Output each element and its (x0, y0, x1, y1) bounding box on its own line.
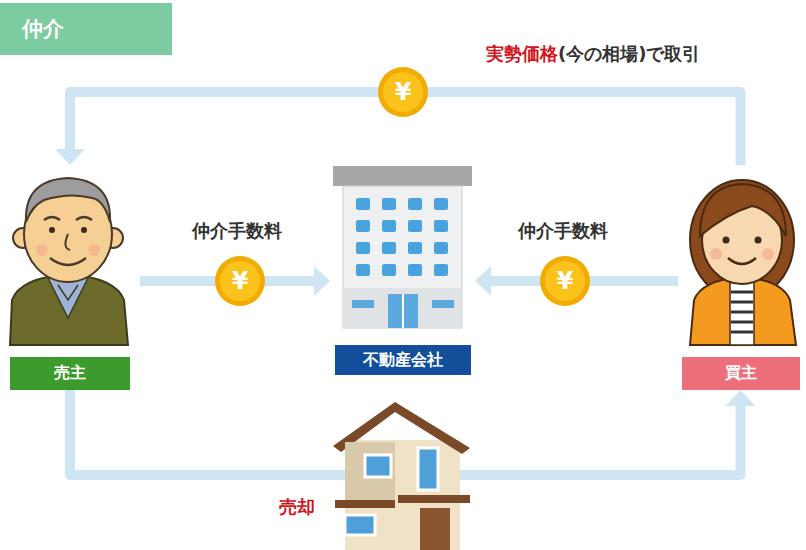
window (408, 198, 422, 210)
yen-coin (378, 67, 428, 117)
yen-coin (215, 256, 265, 306)
arrowhead (726, 390, 756, 406)
window (434, 220, 448, 232)
party-node: 不動産会社 (330, 160, 475, 375)
arrowhead (475, 266, 491, 296)
window (382, 198, 396, 210)
window (356, 242, 370, 254)
coin-symbol: ¥ (395, 78, 412, 106)
flow-arrow (140, 266, 330, 296)
arrowhead (55, 149, 85, 165)
party-node: 売主 (0, 165, 140, 390)
caption-text: 実勢価格 (486, 42, 558, 66)
house (333, 402, 470, 550)
window (356, 198, 370, 210)
arrowhead (314, 266, 330, 296)
window (434, 242, 448, 254)
edge-label: 仲介手数料 (189, 219, 285, 243)
office-building (333, 166, 472, 328)
window (408, 264, 422, 276)
name-band: 売主 (10, 357, 130, 390)
window (408, 242, 422, 254)
name-band: 不動産会社 (335, 345, 471, 375)
price-caption: 実勢価格(今の相場)で取引 (486, 42, 700, 66)
buyer-figure (690, 180, 796, 345)
name-band: 買主 (682, 357, 800, 390)
window (382, 242, 396, 254)
caption-text: (今の相場)で取引 (558, 42, 700, 66)
edge-label: 仲介手数料 (515, 219, 611, 243)
edge-label: 売却 (276, 495, 318, 519)
seller-figure (10, 178, 128, 345)
title-band: 仲介 (0, 3, 172, 55)
coin-symbol: ¥ (232, 267, 249, 295)
window (434, 264, 448, 276)
window (408, 220, 422, 232)
party-node: 買主 (678, 165, 803, 390)
coin-symbol: ¥ (557, 267, 574, 295)
yen-coin (540, 256, 590, 306)
window (434, 198, 448, 210)
window (382, 220, 396, 232)
window (356, 264, 370, 276)
window (356, 220, 370, 232)
window (382, 264, 396, 276)
